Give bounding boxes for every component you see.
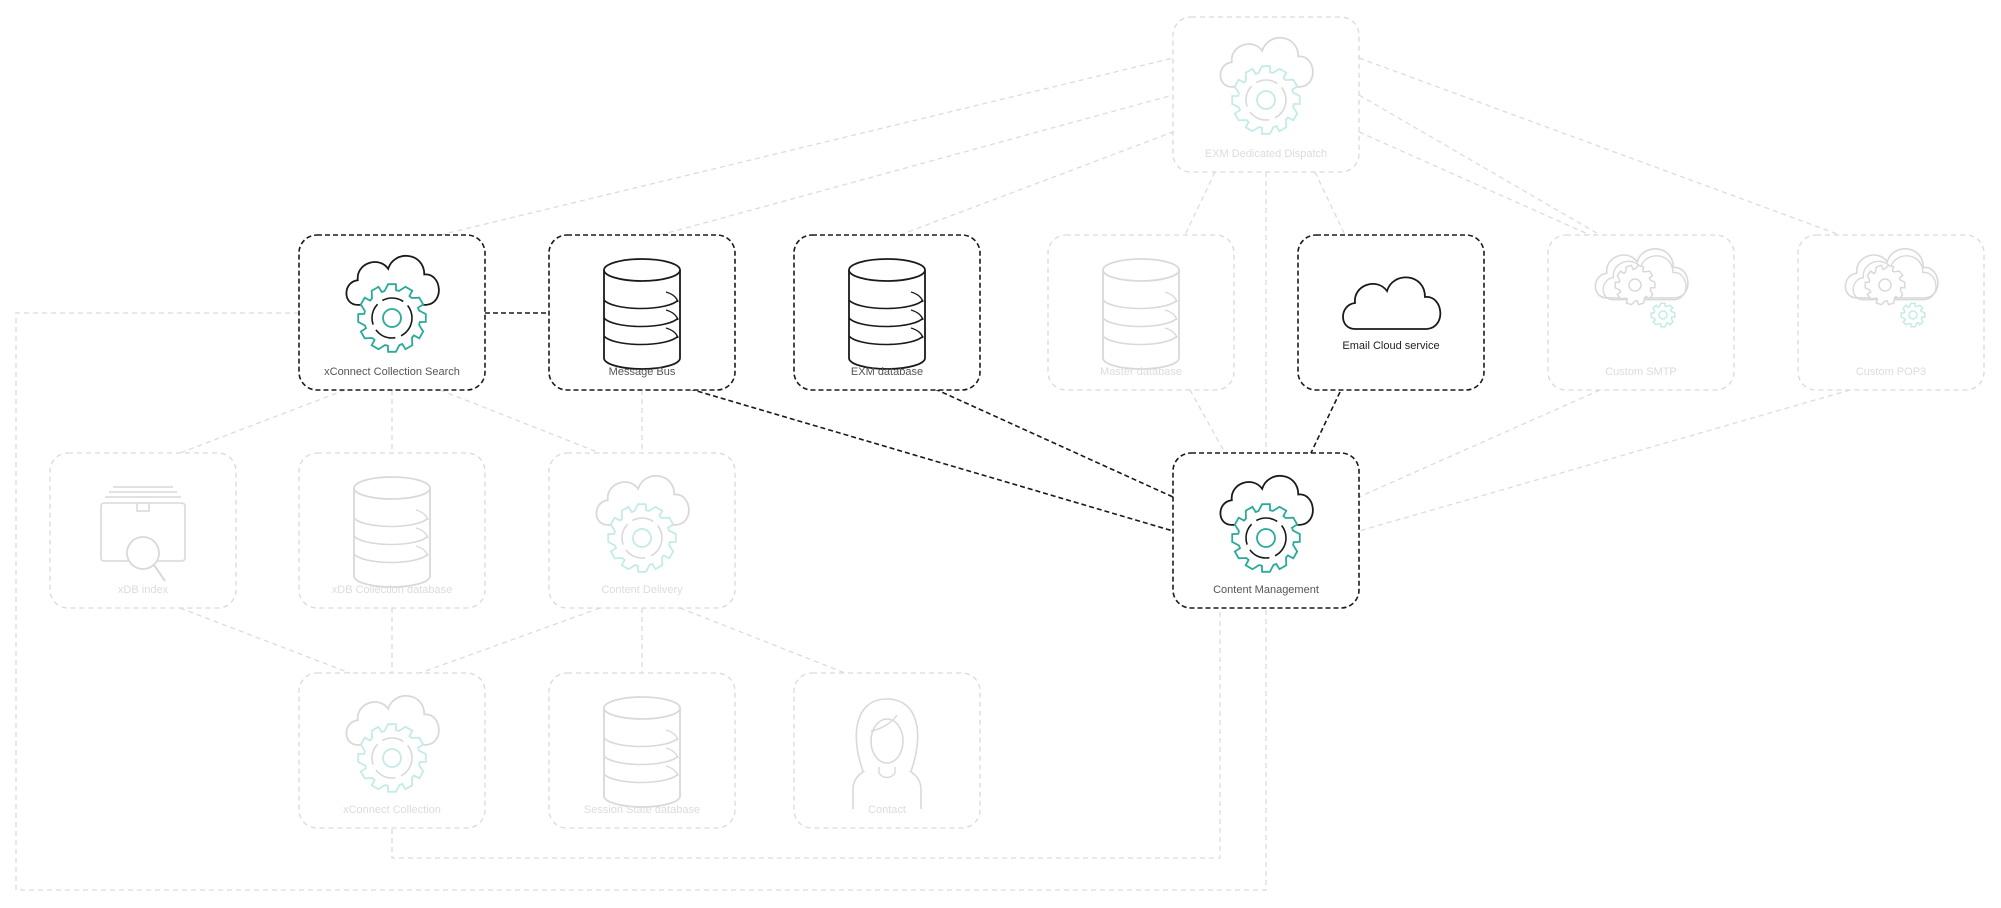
faded-connector-20 <box>439 389 601 454</box>
database-icon <box>603 696 681 808</box>
person-icon <box>852 698 922 809</box>
faded-connector-14 <box>1358 389 1851 532</box>
node-session-state-db[interactable]: Session State database <box>548 672 736 829</box>
node-label: xConnect Collection <box>343 804 441 816</box>
faded-connector-24 <box>419 607 601 674</box>
node-label: Custom SMTP <box>1605 366 1677 378</box>
node-email-cloud[interactable]: Email Cloud service <box>1297 234 1485 391</box>
node-label: Custom POP3 <box>1856 366 1926 378</box>
cloud-gear-icon <box>345 694 440 793</box>
database-icon <box>353 476 431 588</box>
cloud-gear-icon <box>1219 474 1314 573</box>
node-xconnect-search[interactable]: xConnect Collection Search <box>298 234 486 391</box>
node-master-database[interactable]: Master database <box>1047 234 1235 391</box>
active-connector-3 <box>1309 391 1341 456</box>
database-icon <box>1102 258 1180 370</box>
node-xconnect-collection[interactable]: xConnect Collection <box>298 672 486 829</box>
node-label: xConnect Collection Search <box>324 366 460 378</box>
cloud-gear-icon <box>345 254 440 353</box>
node-label: xDB index <box>118 584 169 596</box>
cloud-icon <box>1342 276 1442 330</box>
nodes: EXM Dedicated Dispatch xConnect Collectio… <box>49 16 1985 829</box>
cloud-gears-icon <box>1594 248 1689 328</box>
node-exm-dispatch[interactable]: EXM Dedicated Dispatch <box>1172 16 1360 173</box>
faded-connector-17 <box>391 608 1221 859</box>
node-message-bus[interactable]: Message Bus <box>548 234 736 391</box>
node-label: EXM Dedicated Dispatch <box>1205 148 1327 160</box>
faded-connector-4 <box>439 57 1174 236</box>
search-index-icon <box>100 486 186 582</box>
node-xdb-index[interactable]: xDB index <box>49 452 237 609</box>
faded-connector-6 <box>899 131 1174 236</box>
node-content-management[interactable]: Content Management <box>1172 452 1360 609</box>
node-label: Content Management <box>1213 584 1319 596</box>
node-box <box>1547 234 1735 391</box>
faded-connector-13 <box>1358 389 1601 498</box>
faded-connector-15 <box>1189 389 1226 454</box>
node-xdb-collection-db[interactable]: xDB Collection database <box>298 452 486 609</box>
node-contact[interactable]: Contact <box>793 672 981 829</box>
database-icon <box>603 258 681 370</box>
node-content-delivery[interactable]: Content Delivery <box>548 452 736 609</box>
faded-connector-10 <box>1358 94 1601 236</box>
node-label: Message Bus <box>609 366 676 378</box>
active-connector-2 <box>934 388 1174 498</box>
connectors <box>15 57 1851 891</box>
node-label: EXM database <box>851 366 923 378</box>
node-label: Email Cloud service <box>1342 340 1439 352</box>
node-exm-database[interactable]: EXM database <box>793 234 981 391</box>
faded-connector-11 <box>1358 131 1591 236</box>
faded-connector-7 <box>1184 171 1216 236</box>
database-icon <box>848 258 926 370</box>
node-label: xDB Collection database <box>332 584 452 596</box>
cloud-gears-icon <box>1844 248 1939 328</box>
node-label: Session State database <box>584 804 700 816</box>
node-custom-pop3[interactable]: Custom POP3 <box>1797 234 1985 391</box>
node-label: Contact <box>868 804 906 816</box>
faded-connector-12 <box>1358 57 1841 236</box>
faded-connector-26 <box>679 607 846 674</box>
node-label: Content Delivery <box>601 584 683 596</box>
faded-connector-5 <box>659 94 1174 236</box>
faded-connector-16 <box>15 312 1267 891</box>
faded-connector-9 <box>1314 171 1346 236</box>
node-label: Master database <box>1100 366 1182 378</box>
faded-connector-18 <box>179 389 346 454</box>
active-connector-1 <box>689 388 1174 532</box>
cloud-gear-icon <box>595 474 690 573</box>
cloud-gear-icon <box>1219 36 1314 135</box>
node-custom-smtp[interactable]: Custom SMTP <box>1547 234 1735 391</box>
node-box <box>1797 234 1985 391</box>
faded-connector-22 <box>179 607 351 674</box>
